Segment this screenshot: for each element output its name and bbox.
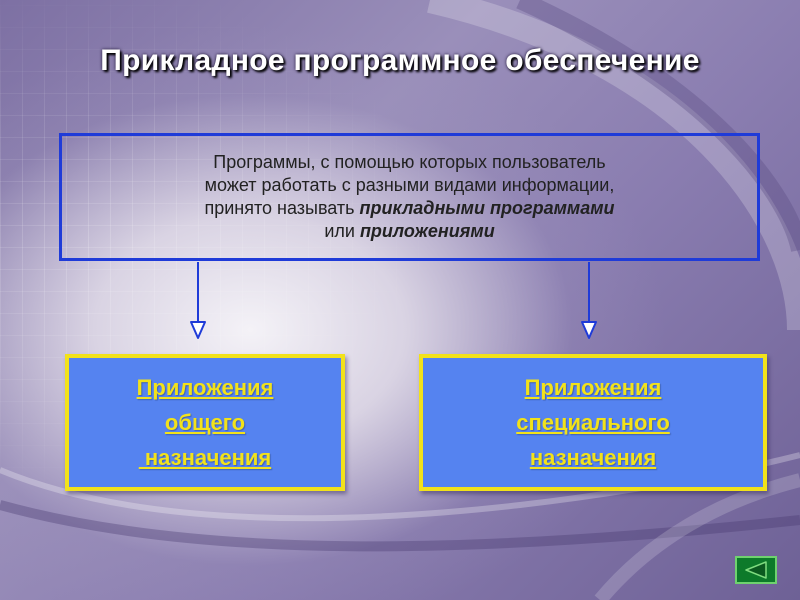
label-line: назначения [138,445,272,470]
back-arrow-icon [745,561,767,579]
label-line: Приложения [136,375,274,400]
general-purpose-applications-box[interactable]: Приложения общего назначения [65,354,345,491]
label-line: специального [516,410,670,435]
label-line: общего [164,410,246,435]
special-purpose-label[interactable]: Приложения специального назначения [516,370,670,475]
definition-line-4: или приложениями [324,220,494,243]
general-purpose-label[interactable]: Приложения общего назначения [137,370,274,475]
definition-line-4-prefix: или [324,221,360,241]
label-line: назначения [529,445,657,470]
term-applied-programs: прикладными программами [359,198,615,218]
definition-line-3-prefix: принято называть [204,198,360,218]
back-button[interactable] [735,556,777,584]
arrow-down-icon [581,321,597,339]
definition-line-2: может работать с разными видами информац… [204,175,615,195]
arrow-down-icon [190,321,206,339]
definition-box: Программы, с помощью которых пользовател… [59,133,760,261]
definition-line-3: принято называть прикладными программами [204,197,614,220]
special-purpose-applications-box[interactable]: Приложения специального назначения [419,354,767,491]
definition-line-1: Программы, с помощью которых пользовател… [213,152,606,172]
term-applications: приложениями [359,221,495,241]
label-line: Приложения [524,375,662,400]
slide-title: Прикладное программное обеспечение [100,44,700,77]
